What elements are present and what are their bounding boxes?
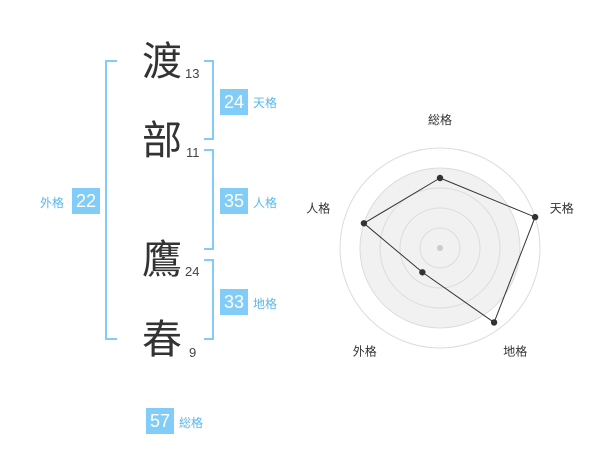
chikaku-value-badge: 33 bbox=[220, 289, 248, 315]
jinkaku-label: 人格 bbox=[253, 196, 278, 210]
radar-axis-label-3: 地格 bbox=[503, 344, 527, 359]
stroke-count-2: 11 bbox=[186, 145, 200, 160]
jinkaku-bracket bbox=[204, 149, 214, 250]
stroke-count-1: 13 bbox=[185, 66, 200, 81]
radar-center-dot bbox=[437, 245, 443, 251]
radar-ring bbox=[339, 147, 541, 349]
name-char-1: 渡 bbox=[142, 39, 182, 85]
tenkaku-bracket bbox=[204, 60, 214, 140]
soukaku-value-badge: 57 bbox=[146, 408, 174, 434]
radar-ring bbox=[399, 207, 481, 289]
name-char-4: 春 bbox=[142, 317, 182, 363]
gaikaku-bracket bbox=[105, 60, 117, 340]
tenkaku-value-badge: 24 bbox=[220, 89, 248, 115]
stroke-count-3: 24 bbox=[185, 264, 200, 279]
soukaku-label: 総格 bbox=[179, 416, 204, 430]
radar-point-1 bbox=[436, 174, 444, 182]
radar-axis-label-1: 総格 bbox=[428, 112, 452, 127]
radar-ring bbox=[379, 187, 501, 309]
radar-ring bbox=[359, 167, 521, 329]
chikaku-label: 地格 bbox=[253, 297, 278, 311]
radar-axis-label-2: 天格 bbox=[550, 200, 574, 215]
radar-ring bbox=[419, 227, 461, 269]
gaikaku-value-badge: 22 bbox=[72, 188, 100, 214]
radar-point-3 bbox=[490, 319, 498, 326]
jinkaku-value-badge: 35 bbox=[220, 188, 248, 214]
radar-point-5 bbox=[360, 220, 368, 227]
stroke-count-4: 9 bbox=[189, 345, 197, 360]
chikaku-bracket bbox=[204, 259, 214, 340]
radar-point-2 bbox=[531, 213, 539, 221]
radar-series-polygon bbox=[363, 177, 536, 324]
tenkaku-label: 天格 bbox=[253, 96, 278, 110]
name-char-2: 部 bbox=[142, 118, 182, 164]
name-char-3: 鷹 bbox=[142, 237, 182, 283]
radar-axis-label-4: 外格 bbox=[353, 344, 377, 359]
radar-point-4 bbox=[419, 269, 426, 276]
radar-axis-label-5: 人格 bbox=[306, 200, 330, 215]
gaikaku-label: 外格 bbox=[40, 196, 65, 210]
